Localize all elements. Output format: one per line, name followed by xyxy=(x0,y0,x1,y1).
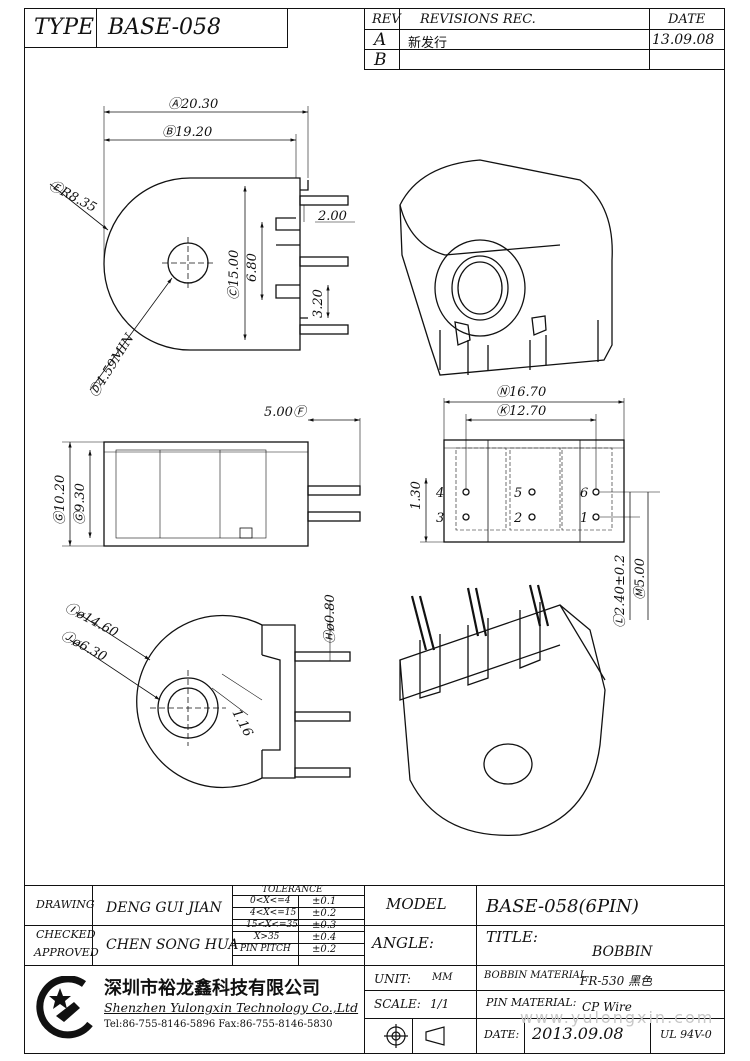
rev-a-date: 13.09.08 xyxy=(652,32,715,48)
title-block xyxy=(24,885,725,1054)
pin-3: 3 xyxy=(436,511,444,526)
bobbin-material-label: BOBBIN MATERIAL xyxy=(484,970,587,981)
dim-b: Ⓑ19.20 xyxy=(162,125,212,140)
tol-range-1: 0<X<=4 xyxy=(250,896,291,906)
end-view xyxy=(443,439,625,543)
iso-view-2 xyxy=(399,604,606,837)
dim-2: 2.00 xyxy=(317,209,347,224)
dim-a: Ⓐ20.30 xyxy=(168,97,218,112)
company-contact: Tel:86-755-8146-5896 Fax:86-755-8146-583… xyxy=(104,1019,333,1030)
projection-symbol-icon xyxy=(384,1024,445,1048)
pin-6: 6 xyxy=(580,486,588,501)
tol-range-4: X>35 xyxy=(254,932,280,942)
front-elevation xyxy=(103,441,309,547)
tol-range-3: 15<X<=35 xyxy=(246,920,298,930)
dim-h: Ⓗø0.80 xyxy=(323,594,338,644)
dim-116: 1.16 xyxy=(228,707,255,740)
revisions-label: REVISIONS REC. xyxy=(420,12,536,27)
date-label-tb: DATE: xyxy=(484,1028,520,1041)
title-value: BOBBIN xyxy=(592,944,653,960)
tol-val-3: ±0.3 xyxy=(312,920,337,931)
dim-r: ⒺR8.35 xyxy=(46,178,99,216)
date-value: 2013.09.08 xyxy=(532,1024,624,1043)
pin-4: 4 xyxy=(435,486,444,501)
tol-range-2: 4<X<=15 xyxy=(250,908,297,918)
dim-130: 1.30 xyxy=(409,481,424,510)
dim-f: 5.00Ⓕ xyxy=(264,405,308,420)
company-name-en: Shenzhen Yulongxin Technology Co.,Ltd xyxy=(104,1000,359,1015)
pin-material-value: CP Wire xyxy=(582,1000,632,1014)
unit-value: MM xyxy=(432,972,453,983)
dim-g2: Ⓖ9.30 xyxy=(73,483,88,525)
dim-32: 3.20 xyxy=(311,289,326,318)
approved-name: CHEN SONG HUA xyxy=(106,937,239,953)
tolerance-label: TOLERANCE xyxy=(262,885,323,895)
rev-a-text: 新发行 xyxy=(408,36,448,51)
tol-val-4: ±0.4 xyxy=(312,932,337,943)
top-view xyxy=(136,614,296,789)
pin-1: 1 xyxy=(580,511,588,526)
date-label: DATE xyxy=(668,12,706,27)
profile-outline xyxy=(103,177,301,351)
dim-459: Ⓓ4.59MIN xyxy=(87,331,138,400)
type-value: BASE-058 xyxy=(108,15,222,40)
type-box xyxy=(24,8,288,48)
model-value: BASE-058(6PIN) xyxy=(486,896,639,917)
iso-view-1 xyxy=(399,159,613,376)
revision-block xyxy=(364,8,725,70)
company-logo-icon xyxy=(36,976,93,1039)
drawing-name: DENG GUI JIAN xyxy=(106,900,222,916)
type-label: TYPE xyxy=(34,15,95,40)
pin-2: 2 xyxy=(513,511,522,526)
scale-value: 1/1 xyxy=(430,997,450,1011)
tol-range-5: PIN PITCH xyxy=(240,944,291,954)
unit-label: UNIT: xyxy=(374,972,411,986)
title-label: TITLE: xyxy=(486,928,538,946)
approved-label: APPROVED xyxy=(34,946,99,959)
drawing-label: DRAWING xyxy=(36,898,95,911)
tol-val-2: ±0.2 xyxy=(312,908,337,919)
rev-b: B xyxy=(374,50,387,70)
tol-val-5: ±0.2 xyxy=(312,944,337,955)
checked-label: CHECKED xyxy=(36,928,96,941)
dim-68: 6.80 xyxy=(245,253,260,282)
model-label: MODEL xyxy=(386,895,447,913)
dim-g: Ⓖ10.20 xyxy=(53,475,68,525)
bobbin-material-value: FR-530 黑色 xyxy=(580,974,653,988)
dim-k: Ⓚ12.70 xyxy=(496,404,546,419)
pin-material-label: PIN MATERIAL: xyxy=(486,996,577,1009)
dim-n: Ⓝ16.70 xyxy=(496,385,546,400)
rev-a: A xyxy=(374,30,387,50)
angle-label: ANGLE: xyxy=(372,934,434,952)
dim-c: Ⓒ15.00 xyxy=(227,250,242,300)
ul-value: UL 94V-0 xyxy=(660,1028,712,1041)
tol-val-1: ±0.1 xyxy=(312,896,337,907)
dim-l: Ⓛ2.40±0.2 xyxy=(613,554,628,628)
company-name-cn: 深圳市裕龙鑫科技有限公司 xyxy=(104,978,320,999)
rev-label: REV xyxy=(372,12,401,27)
watermark: www.yulongxin.com xyxy=(520,1008,715,1027)
dim-m: Ⓜ5.00 xyxy=(633,558,648,600)
pin-5: 5 xyxy=(514,486,522,501)
scale-label: SCALE: xyxy=(374,997,421,1011)
technical-drawing: Ⓐ20.30 Ⓑ19.20 ⒺR8.35 2.00 Ⓒ15.00 6.80 3.… xyxy=(46,97,660,837)
